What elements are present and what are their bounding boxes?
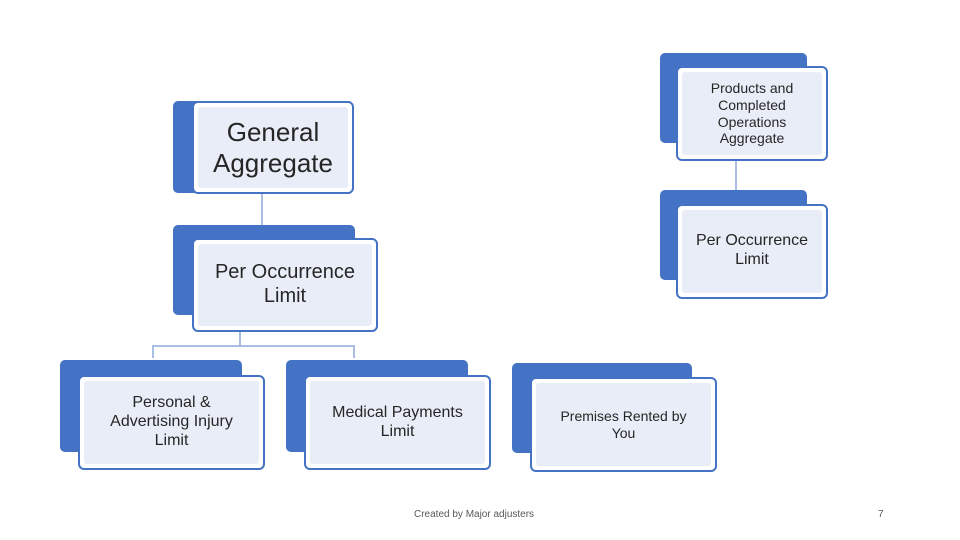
node-box: Premises Rented by You xyxy=(536,383,711,466)
node-label-medical-payments: Medical Payments Limit xyxy=(332,403,463,440)
node-label-general-aggregate: General Aggregate xyxy=(213,116,333,178)
node-label-per-occurrence-left: Per Occurrence Limit xyxy=(214,261,356,307)
node-box: Products and Completed Operations Aggreg… xyxy=(682,72,822,155)
node-box: Per Occurrence Limit xyxy=(198,244,372,326)
node-box: Medical Payments Limit xyxy=(310,381,485,464)
node-card: Products and Completed Operations Aggreg… xyxy=(676,66,828,161)
node-box: General Aggregate xyxy=(198,107,348,188)
node-box: Per Occurrence Limit xyxy=(682,210,822,293)
footer-credit: Created by Major adjusters xyxy=(414,509,535,520)
node-label-per-occurrence-right: Per Occurrence Limit xyxy=(695,232,809,268)
node-card: General Aggregate xyxy=(192,101,354,194)
connector-occurrence-to-children xyxy=(152,345,355,358)
node-label-products-completed: Products and Completed Operations Aggreg… xyxy=(710,80,794,147)
node-card: Premises Rented by You xyxy=(530,377,717,472)
node-card: Personal & Advertising Injury Limit xyxy=(78,375,265,470)
node-box: Personal & Advertising Injury Limit xyxy=(84,381,259,464)
node-label-personal-advertising: Personal & Advertising Injury Limit xyxy=(110,394,233,449)
node-card: Per Occurrence Limit xyxy=(676,204,828,299)
node-card: Per Occurrence Limit xyxy=(192,238,378,332)
node-label-premises-rented: Premises Rented by You xyxy=(560,407,687,441)
node-card: Medical Payments Limit xyxy=(304,375,491,470)
page-number: 7 xyxy=(878,509,884,520)
